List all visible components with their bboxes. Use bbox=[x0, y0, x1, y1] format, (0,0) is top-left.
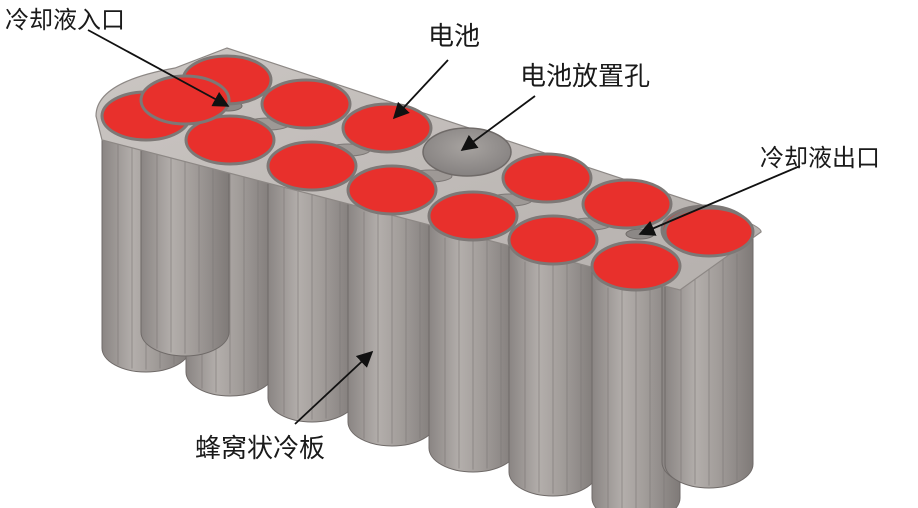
plate-side-walls bbox=[101, 99, 754, 508]
battery-cell bbox=[590, 240, 682, 292]
leader-battery bbox=[392, 59, 449, 120]
battery-cell bbox=[346, 164, 438, 216]
leader-battery-slot bbox=[460, 95, 536, 151]
leader-lines bbox=[87, 29, 801, 425]
battery-cell bbox=[507, 214, 599, 266]
battery-cell bbox=[501, 152, 593, 204]
leader-coolant-inlet bbox=[87, 29, 230, 107]
label-coolant-inlet: 冷却液入口 bbox=[5, 6, 125, 34]
label-honeycomb-plate: 蜂窝状冷板 bbox=[195, 434, 326, 464]
battery-cell bbox=[663, 206, 755, 258]
battery-cell bbox=[260, 78, 352, 130]
label-battery: 电池 bbox=[428, 22, 481, 52]
battery-cells bbox=[100, 54, 755, 292]
battery-cell bbox=[581, 178, 673, 230]
leader-honeycomb-plate bbox=[294, 350, 374, 425]
battery-slot-empty bbox=[422, 127, 512, 177]
leader-coolant-outlet bbox=[638, 165, 801, 236]
battery-cell bbox=[341, 102, 433, 154]
label-coolant-outlet: 冷却液出口 bbox=[760, 144, 880, 172]
battery-cell bbox=[266, 140, 358, 192]
battery-cell bbox=[184, 114, 276, 166]
label-battery-slot: 电池放置孔 bbox=[520, 62, 651, 92]
battery-cell bbox=[427, 190, 519, 242]
